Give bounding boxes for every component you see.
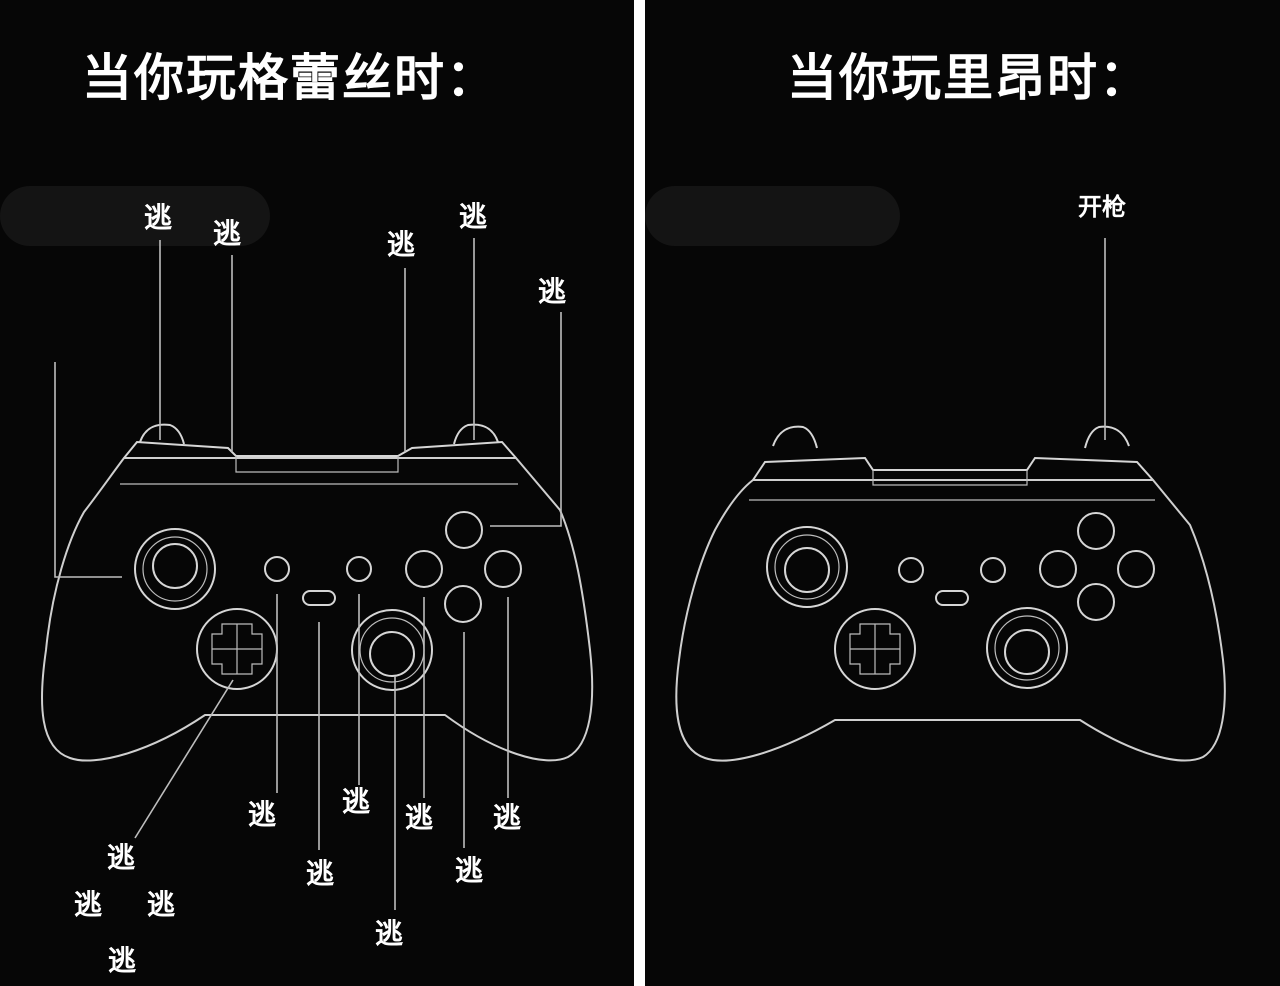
escape-label: 逃 [538, 275, 567, 308]
escape-label: 逃 [144, 201, 173, 234]
fire-label: 开枪 [1078, 193, 1126, 221]
background-ghost-shape [645, 186, 900, 246]
escape-label: 逃 [405, 801, 434, 834]
face-buttons [405, 511, 522, 623]
right-title: 当你玩里昂时： [787, 49, 1151, 107]
left-panel: 当你玩格蕾丝时： [0, 0, 634, 986]
dpad [196, 608, 278, 690]
escape-label: 逃 [459, 200, 488, 233]
right-thumbstick [351, 609, 433, 691]
dpad [834, 608, 916, 690]
background-ghost-shape [0, 186, 270, 246]
callout-lines [54, 238, 562, 910]
face-buttons [1039, 512, 1155, 621]
controller-diagram [675, 238, 1226, 762]
escape-label: 逃 [147, 888, 176, 921]
escape-label: 逃 [108, 944, 137, 977]
controller-outline [41, 423, 594, 762]
controller-diagram [41, 238, 594, 910]
left-thumbstick [766, 526, 848, 608]
panel-divider [634, 0, 645, 986]
right-thumbstick [986, 607, 1068, 689]
controller-outline [675, 425, 1226, 762]
escape-label: 逃 [306, 857, 335, 890]
left-thumbstick [134, 528, 216, 610]
escape-label: 逃 [375, 917, 404, 950]
escape-label: 逃 [74, 888, 103, 921]
left-title: 当你玩格蕾丝时： [82, 49, 498, 107]
escape-label: 逃 [342, 785, 371, 818]
escape-label: 逃 [213, 217, 242, 250]
escape-label: 逃 [248, 798, 277, 831]
center-buttons [898, 557, 1006, 606]
escape-label: 逃 [455, 854, 484, 887]
escape-label: 逃 [387, 228, 416, 261]
escape-label: 逃 [493, 801, 522, 834]
right-panel: 当你玩里昂时： [645, 0, 1280, 986]
escape-label: 逃 [107, 841, 136, 874]
center-buttons [264, 556, 372, 606]
